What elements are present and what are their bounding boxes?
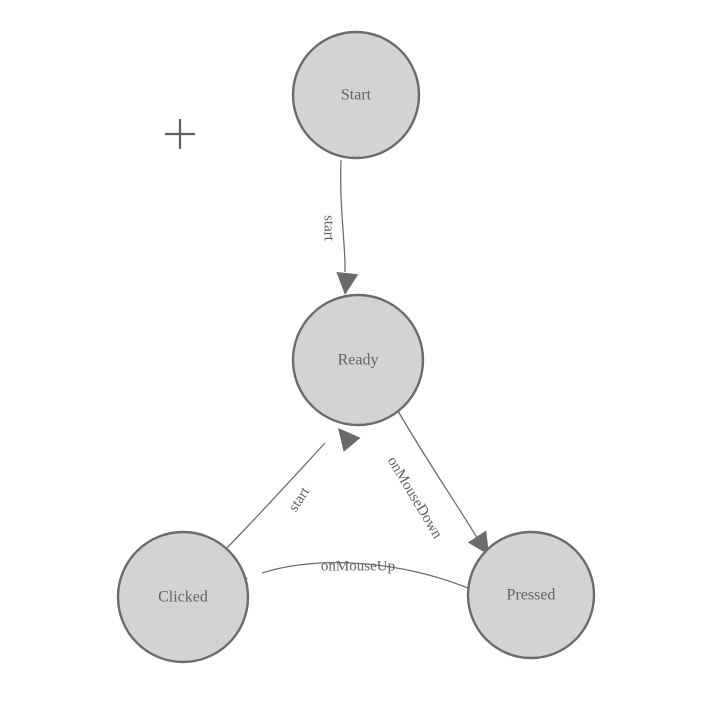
edge-label-start-to-ready: start [321, 215, 337, 242]
edge-line [224, 442, 326, 551]
node-label-clicked: Clicked [158, 589, 208, 606]
node-label-start: Start [341, 87, 372, 104]
node-pressed[interactable]: Pressed [466, 530, 596, 660]
edge-label-ready-to-pressed: onMouseDown [384, 454, 446, 542]
edge-ready-to-pressed[interactable]: onMouseDown [384, 410, 498, 561]
node-circle[interactable] [116, 530, 250, 664]
node-ready[interactable]: Ready [291, 293, 425, 427]
edge-start-to-ready[interactable]: start [321, 159, 359, 296]
node-circle[interactable] [466, 530, 596, 660]
edge-line [261, 562, 469, 589]
edge-label-pressed-to-clicked: onMouseUp [321, 558, 395, 574]
node-circle[interactable] [291, 293, 425, 427]
edge-label-clicked-to-ready: start [286, 484, 314, 515]
edge-pressed-to-clicked[interactable]: onMouseUp [223, 558, 469, 595]
plus-marker-icon [165, 119, 195, 149]
node-circle[interactable] [291, 30, 421, 160]
node-label-ready: Ready [338, 352, 379, 369]
edge-clicked-to-ready[interactable]: start [224, 421, 361, 551]
node-start[interactable]: Start [291, 30, 421, 160]
edge-line [340, 159, 346, 273]
node-clicked[interactable]: Clicked [116, 530, 250, 664]
arrow-head [338, 428, 361, 452]
arrow-head [467, 530, 489, 555]
arrow-head [336, 271, 359, 295]
edge-line [397, 410, 480, 542]
node-label-pressed: Pressed [507, 587, 556, 604]
